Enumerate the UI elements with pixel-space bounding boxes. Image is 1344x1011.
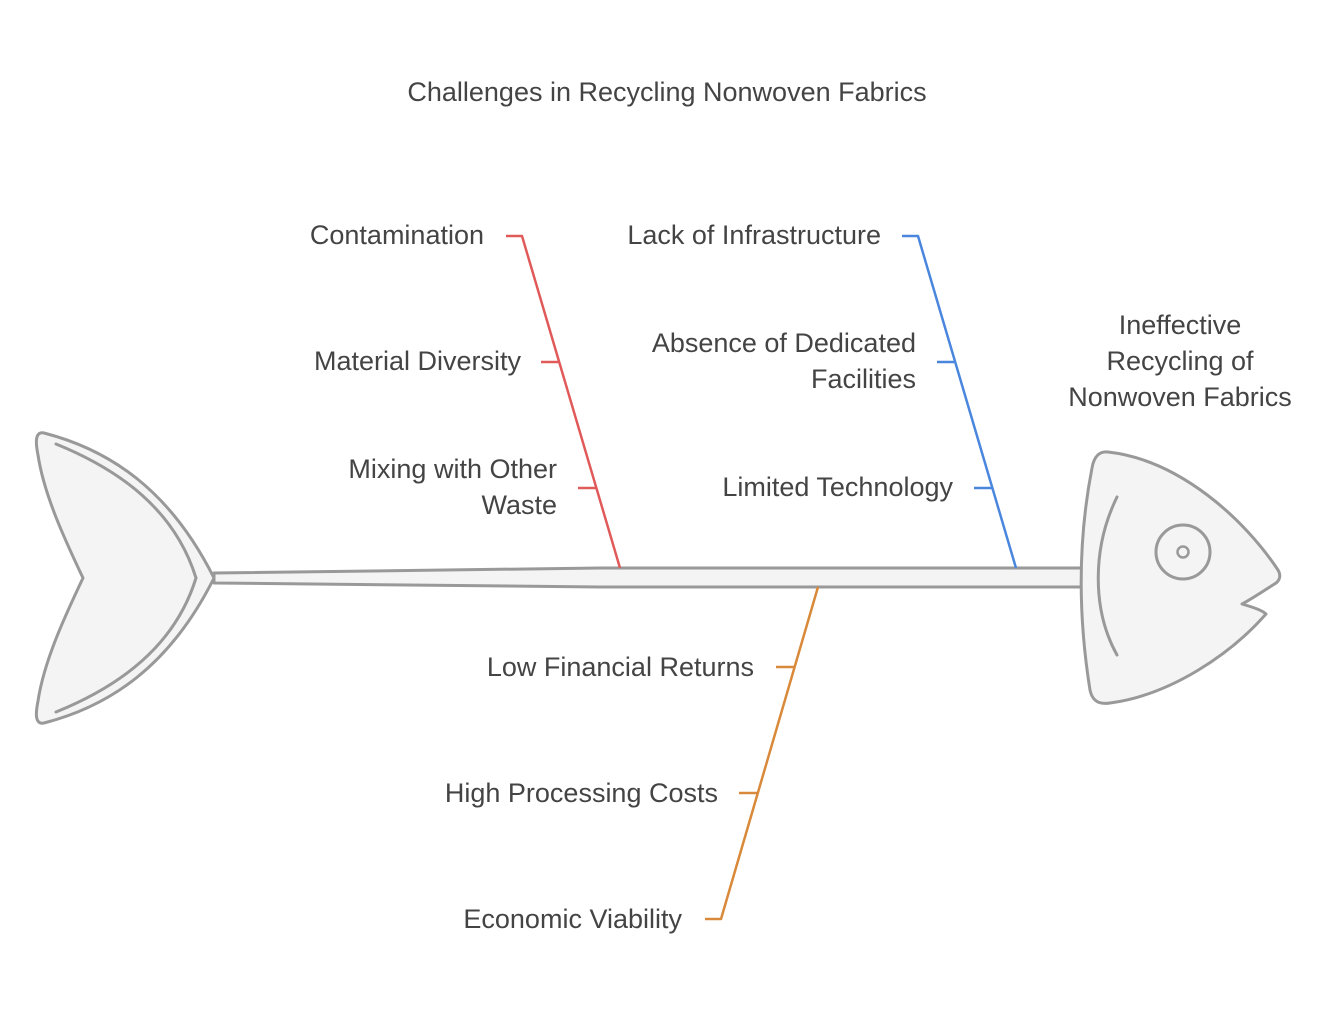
cause-material-diversity: Material Diversity (313, 346, 521, 376)
fish-pupil (1176, 545, 1190, 559)
cause-mixing-with-other-waste: Mixing with Other Waste (348, 451, 557, 523)
effect-label-line-1: Ineffective (1118, 310, 1242, 340)
bone-infrastructure (902, 234, 1018, 569)
category-contamination-label: Contamination (309, 220, 484, 250)
cause-absence-of-dedicated-facilities: Absence of Dedicated Facilities (652, 325, 916, 397)
category-infrastructure-label: Lack of Infrastructure (627, 220, 881, 250)
bone-infrastructure-line (902, 234, 1018, 569)
bone-contamination (506, 234, 622, 569)
cause-limited-technology: Limited Technology (722, 472, 953, 502)
cause-facilities-line-1: Absence of Dedicated (651, 328, 916, 358)
diagram-title: Challenges in Recycling Nonwoven Fabrics (407, 77, 927, 107)
effect-label-line-2: Recycling of (1106, 346, 1254, 376)
effect-label-line-3: Nonwoven Fabrics (1068, 382, 1292, 412)
fish-tail (34, 431, 216, 725)
fish-spine (212, 566, 1086, 589)
bone-economic (705, 586, 820, 921)
cause-low-financial-returns: Low Financial Returns (486, 652, 754, 682)
cause-mixing-line-2: Waste (481, 490, 557, 520)
effect-label: Ineffective Recycling of Nonwoven Fabric… (1040, 307, 1320, 415)
bone-economic-line (705, 586, 820, 921)
fish-gill-line (1096, 495, 1119, 657)
fish-tail-inner-line (54, 442, 198, 714)
cause-facilities-line-2: Facilities (810, 364, 916, 394)
bone-contamination-line (506, 234, 622, 569)
cause-mixing-line-1: Mixing with Other (348, 454, 557, 484)
category-economic-label: Economic Viability (463, 904, 682, 934)
cause-high-processing-costs: High Processing Costs (444, 778, 718, 808)
